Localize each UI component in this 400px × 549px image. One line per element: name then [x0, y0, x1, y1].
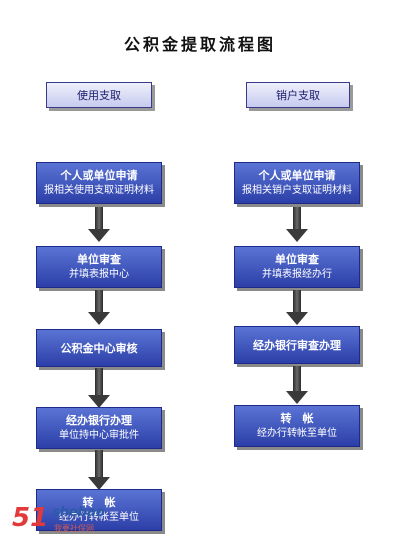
label-close-account-withdrawal: 销户支取: [246, 82, 350, 108]
left-step-center-audit-title: 公积金中心审核: [60, 341, 138, 355]
label-use-withdrawal: 使用支取: [46, 82, 152, 108]
left-step-review-title: 单位审查: [77, 253, 121, 266]
diagram-title: 公积金提取流程图: [123, 35, 276, 54]
left-step-transfer-sub: 经办行转帐至单位: [59, 512, 139, 523]
label-use-withdrawal-text: 使用支取: [77, 89, 121, 102]
right-step-transfer-sub: 经办行转帐至单位: [257, 428, 337, 439]
left-step-apply: 个人或单位申请 报相关使用支取证明材料: [36, 162, 162, 204]
right-step-transfer: 转 帐 经办行转帐至单位: [234, 405, 360, 447]
arrow-down-icon: [88, 450, 110, 490]
right-step-bank-review-title: 经办银行审查办理: [253, 338, 341, 352]
left-step-review-sub: 并填表报中心: [69, 269, 129, 280]
left-step-apply-title: 个人或单位申请: [60, 169, 138, 182]
right-step-apply-sub: 报相关销户支取证明材料: [242, 185, 352, 196]
left-step-transfer: 转 帐 经办行转帐至单位: [36, 489, 162, 531]
right-step-review: 单位审查 并填表报经办行: [234, 246, 360, 288]
right-step-apply-title: 个人或单位申请: [258, 169, 336, 182]
arrow-down-icon: [88, 368, 110, 408]
arrow-down-icon: [286, 290, 308, 325]
watermark-logo: 51 shebao 我要社保网: [12, 503, 105, 533]
arrow-down-icon: [88, 290, 110, 325]
arrow-down-icon: [286, 366, 308, 404]
left-step-bank: 经办银行办理 单位持中心审批件: [36, 407, 162, 449]
right-step-apply: 个人或单位申请 报相关销户支取证明材料: [234, 162, 360, 204]
watermark-number: 51: [12, 503, 49, 533]
label-close-account-withdrawal-text: 销户支取: [276, 89, 320, 102]
left-step-center-audit: 公积金中心审核: [36, 329, 162, 367]
watermark-site: 我要社保网: [54, 524, 94, 533]
arrow-down-icon: [88, 207, 110, 242]
right-step-transfer-title: 转 帐: [280, 412, 314, 425]
arrow-down-icon: [286, 207, 308, 242]
left-step-apply-sub: 报相关使用支取证明材料: [44, 185, 154, 196]
right-step-bank-review: 经办银行审查办理: [234, 326, 360, 364]
left-step-bank-title: 经办银行办理: [66, 414, 132, 427]
left-step-transfer-title: 转 帐: [82, 496, 116, 509]
left-step-bank-sub: 单位持中心审批件: [59, 430, 139, 441]
right-step-review-sub: 并填表报经办行: [262, 269, 332, 280]
left-step-review: 单位审查 并填表报中心: [36, 246, 162, 288]
watermark-brand: shebao: [52, 505, 105, 520]
right-step-review-title: 单位审查: [275, 253, 319, 266]
